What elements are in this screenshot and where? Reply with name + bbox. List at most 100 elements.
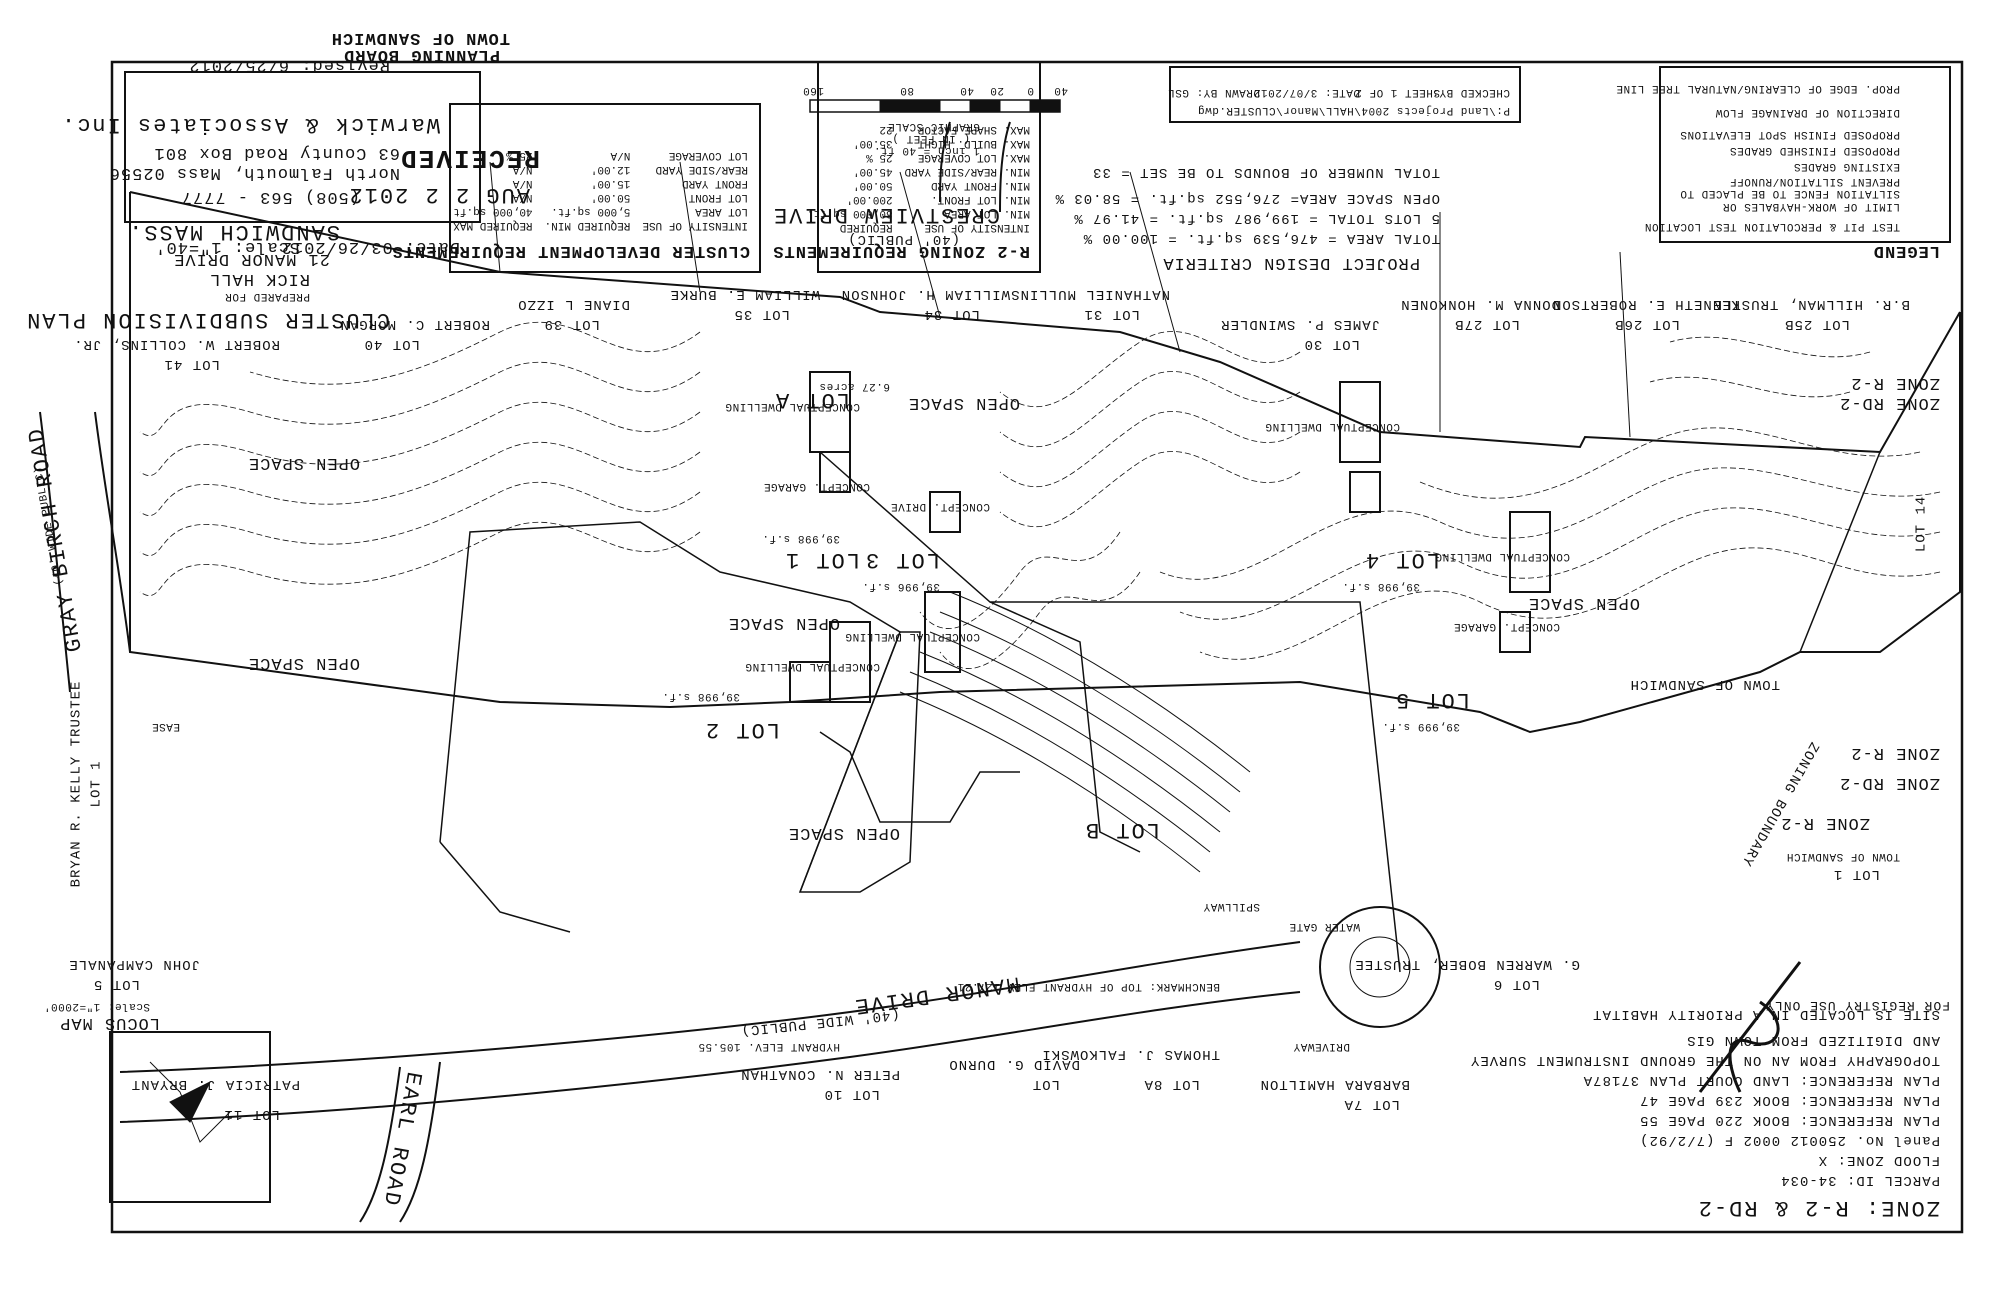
abutter-lot1-kelly: LOT 1: [88, 760, 105, 808]
legend-item-tree-line: PROP. EDGE OF CLEARING/NATURAL TREE LINE: [1615, 82, 1900, 94]
hydrant-label: HYDRANT ELEV. 105.55: [697, 1040, 840, 1052]
open-space-3: OPEN SPACE: [247, 453, 360, 472]
abutter-collins: ROBERT W. COLLINS, JR.: [73, 336, 280, 352]
abutter-bryant: PATRICIA J. BRYANT: [130, 1076, 300, 1092]
drawing-date: DATE: 3/07/2012: [1253, 86, 1360, 98]
note-parcel: PARCEL ID: 34-034: [1780, 1172, 1940, 1188]
plan-title: CLUSTER SUBDIVISION PLAN: [25, 307, 390, 332]
lot-1-area: 39,998 s.f.: [761, 532, 840, 544]
abutter-morgan: ROBERT C. MORGAN: [339, 316, 490, 332]
cluster-req-heading: CLUSTER DEVELOPMENT REQUIREMENTS: [391, 241, 750, 260]
abutter-lot40: LOT 40: [363, 336, 420, 352]
zone-rd2-a: ZONE RD-2: [1839, 393, 1940, 412]
firm-city: North Falmouth, Mass 02556: [108, 163, 400, 182]
property-boundary: [129, 191, 1961, 454]
legend-item-drainage: DIRECTION OF DRAINAGE FLOW: [1715, 106, 1900, 118]
lot5-garage-label: CONCEPT. GARAGE: [1453, 620, 1560, 632]
abutter-lot14: LOT 14: [1913, 495, 1930, 553]
open-space-2: OPEN SPACE: [907, 393, 1020, 412]
abutter-town-sandwich: TOWN OF SANDWICH: [1786, 850, 1900, 862]
firm-address: 63 County Road Box 801: [153, 143, 400, 162]
locus-label: LOCUS MAP: [59, 1013, 160, 1032]
abutter-lot10: LOT 10: [823, 1086, 880, 1102]
legend-heading: LEGEND: [1872, 241, 1940, 260]
abutter-lot6: LOT 6: [1492, 976, 1540, 992]
water-gate-label: WATER GATE: [1288, 920, 1360, 932]
zone-r2-a: ZONE R-2: [1850, 373, 1940, 392]
abutter-honkonen: DONNA M. HONKONEN: [1400, 296, 1560, 312]
locus-scale: Scale: 1"=2000': [43, 1000, 150, 1012]
cul-de-sac: [1319, 906, 1441, 1028]
note-panel: Panel No. 250012 0002 F (7/2/92): [1639, 1132, 1940, 1148]
locus-map-frame: [109, 1031, 271, 1203]
legend-item-limit-of-work: LIMIT OF WORK-HAYBALES OR SILTATION FENC…: [1679, 174, 1900, 212]
abutter-durno: DAVID G. DURNO: [948, 1056, 1080, 1072]
sheet-number: SHEET 1 OF 2: [1354, 86, 1440, 98]
zone-r2-b: ZONE R-2: [1850, 743, 1940, 762]
criteria-line-4: TOTAL NUMBER OF BOUNDS TO BE SET = 33: [1092, 164, 1440, 180]
criteria-line-1: TOTAL AREA = 476,539 sq.ft. = 100.00 %: [1082, 230, 1440, 246]
abutter-bober: G. WARREN BOBER, TRUSTEE: [1354, 956, 1580, 972]
checked-by: CHECKED BY:: [1431, 86, 1510, 98]
town-of-sandwich-stamp: TOWN OF SANDWICH: [330, 28, 510, 47]
abutter-lot-durno: LOT: [1031, 1076, 1060, 1092]
abutter-johnson: WILLIAM H. JOHNSON: [840, 286, 1010, 302]
scale-tick-0: 40: [1053, 84, 1068, 96]
lot-5-area: 39,999 s.f.: [1381, 720, 1460, 732]
zone-rd2-b: ZONE RD-2: [1839, 773, 1940, 792]
town-of-sandwich-label: TOWN OF SANDWICH: [1629, 676, 1780, 692]
lot1-dwelling-label: CONCEPTUAL DWELLING: [725, 400, 860, 412]
client-address: 21 MANOR DRIVE: [173, 249, 330, 268]
open-space-6: OPEN SPACE: [787, 823, 900, 842]
abutter-lot8a: LOT 8A: [1143, 1076, 1200, 1092]
firm-phone: (508) 563 - 7777: [180, 187, 360, 206]
note-plan-ref-2: PLAN REFERENCE: BOOK 239 PAGE 47: [1639, 1092, 1940, 1108]
lot-2-area: 39,998 s.f.: [661, 690, 740, 702]
note-flood: FLOOD ZONE: X: [1817, 1152, 1940, 1168]
scale-tick-4: 80: [899, 84, 914, 96]
registry-note: FOR REGISTRY USE ONLY: [1765, 998, 1950, 1013]
north-arrow: [1698, 961, 1802, 1093]
graphic-scale-label: GRAPHIC SCALE: [887, 120, 980, 132]
lot-5-label: LOT 5: [1393, 687, 1470, 712]
lot-3-area: 39,996 s.f.: [861, 580, 940, 592]
legend-item-test-pit: TEST PIT & PERCOLATION TEST LOCATION: [1644, 220, 1900, 232]
lot-3-label: LOT 3: [863, 547, 940, 572]
open-space-4: OPEN SPACE: [247, 653, 360, 672]
lot1-garage-label: CONCEPT. GARAGE: [763, 480, 870, 492]
legend-item-spot-elevations: PROPOSED FINISH SPOT ELEVATIONS: [1679, 128, 1900, 140]
lot-a-area: 6.27 acres: [818, 380, 890, 392]
abutter-kelly: BRYAN R. KELLY TRUSTEE: [68, 680, 85, 888]
drawing-file: P:\Land Projects 2004\HALL\Manor\CLUSTER…: [1197, 104, 1510, 116]
spillway-label: SPILLWAY: [1203, 900, 1260, 912]
street-crestview-width: (40' PUBLIC): [847, 231, 960, 247]
lot-1-label: LOT 1: [783, 547, 860, 572]
abutter-hillman: B.R. HILLMAN, TRUSTEE: [1712, 296, 1910, 312]
open-space-1: OPEN SPACE: [727, 613, 840, 632]
manor-drive-edge: [119, 941, 1301, 1073]
drawn-by: DRAWN BY: GSL: [1167, 86, 1260, 98]
criteria-line-2: 5 LOTS TOTAL = 199,987 sq.ft. = 41.97 %: [1073, 210, 1440, 226]
note-topo: TOPOGRAPHY FROM AN ON THE GROUND INSTRUM…: [1469, 1052, 1940, 1068]
abutter-lot34: LOT 34: [923, 306, 980, 322]
scale-tick-2: 20: [989, 84, 1004, 96]
lot-b-label: LOT B: [1083, 817, 1160, 842]
abutter-conathan: PETER N. CONATHAN: [740, 1066, 900, 1082]
abutter-izzo: DIANE L IZZO: [517, 296, 630, 312]
abutter-lot11: LOT 11: [223, 1106, 280, 1122]
open-space-5: OPEN SPACE: [1527, 593, 1640, 612]
note-plan-ref-3: PLAN REFERENCE: LAND COURT PLAN 37187A: [1582, 1072, 1940, 1088]
abutter-lot26b: LOT 26B: [1614, 316, 1680, 332]
abutter-lot25b: LOT 25B: [1784, 316, 1850, 332]
scale-tick-3: 40: [959, 84, 974, 96]
legend-item-existing-grades: EXISTING GRADES: [1793, 160, 1900, 172]
contour-lines: [139, 321, 1941, 669]
abutter-lot39: LOT 39: [543, 316, 600, 332]
zone-label: ZONE: R-2 & RD-2: [1696, 1195, 1940, 1220]
abutter-lot41: LOT 41: [163, 356, 220, 372]
street-crestview: CRESTVIEW DRIVE: [771, 202, 1000, 227]
